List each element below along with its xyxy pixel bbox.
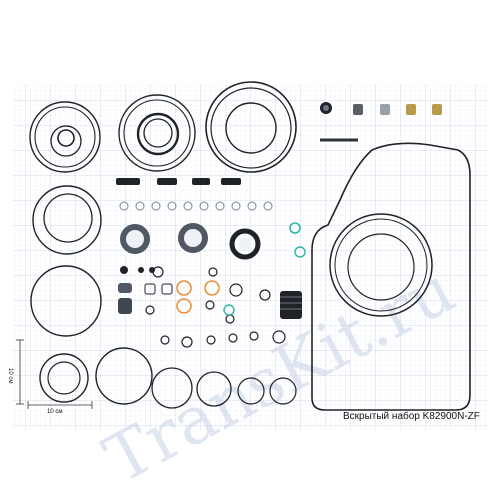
oring-group-top-right bbox=[205, 81, 297, 173]
orange-seal-rings bbox=[176, 280, 220, 314]
oring-inside-gasket bbox=[329, 213, 433, 317]
scale-label-horizontal: 10 см bbox=[47, 409, 63, 415]
kit-caption: Вскрытый набор K82900N-ZF bbox=[343, 411, 480, 422]
small-ring-row bbox=[119, 201, 273, 211]
large-rings-left bbox=[30, 185, 102, 403]
teal-ring bbox=[223, 304, 235, 316]
oring-group-top-left bbox=[29, 101, 101, 173]
scale-label-vertical: 10 см bbox=[7, 368, 13, 384]
small-seals-cluster bbox=[118, 266, 173, 314]
teal-ring bbox=[294, 246, 306, 258]
plug-row bbox=[320, 102, 442, 142]
filter-clips-row bbox=[116, 178, 241, 185]
oil-pan-gasket bbox=[311, 142, 471, 411]
bottom-rings bbox=[95, 347, 297, 409]
scale-bar-vertical bbox=[16, 339, 24, 405]
teal-ring bbox=[289, 222, 301, 234]
shaft-seals bbox=[120, 223, 261, 260]
ribbed-seal bbox=[280, 291, 302, 319]
oring-group-top-center bbox=[118, 94, 196, 172]
scale-bar-horizontal bbox=[27, 401, 93, 409]
